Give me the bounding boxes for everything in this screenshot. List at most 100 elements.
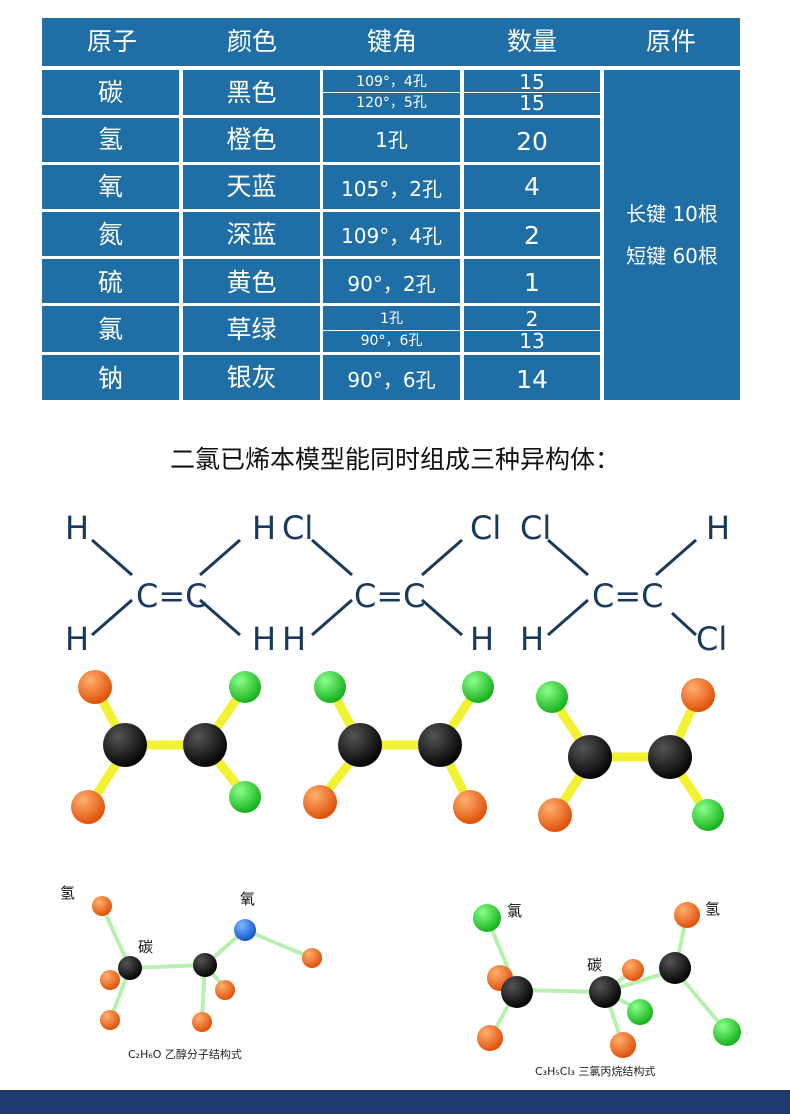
count-line: 13 — [519, 329, 545, 353]
carbon-ball — [568, 735, 612, 779]
hydrogen-ball — [681, 678, 715, 712]
cell-atom: 氮 — [42, 212, 179, 256]
isomer2-bl: H — [282, 620, 306, 658]
count-line: 15 — [519, 70, 545, 94]
cell-color: 深蓝 — [183, 212, 320, 256]
cell-parts: 长键 10根 短键 60根 — [604, 70, 740, 400]
cell-atom: 钠 — [42, 355, 179, 400]
cell-atom: 氧 — [42, 165, 179, 209]
atom-table: 原子 颜色 键角 数量 原件 碳 黑色 109°，4孔 120°，5孔 15 1… — [0, 0, 790, 420]
isomer1-center: C=C — [136, 577, 208, 615]
cell-count: 1 — [464, 259, 600, 303]
header-parts: 原件 — [645, 27, 696, 56]
chlorine-ball — [536, 681, 568, 713]
angle-line: 1孔 — [380, 311, 403, 327]
hydrogen-ball — [192, 1012, 212, 1032]
cell-count: 4 — [464, 165, 600, 209]
cell-atom: 碳 — [42, 70, 179, 115]
hydrogen-ball — [302, 948, 322, 968]
isomer1-tl: H — [65, 509, 89, 547]
cell-atom: 硫 — [42, 259, 179, 303]
isomer2-tl: Cl — [282, 509, 313, 547]
isomer1-tr: H — [252, 509, 276, 547]
isomer-models — [71, 670, 724, 832]
hydrogen-ball — [100, 1010, 120, 1030]
cell-color: 黑色 — [183, 70, 320, 115]
cell-color: 橙色 — [183, 118, 320, 162]
cell-color: 银灰 — [183, 355, 320, 400]
ethanol-formula: C₂H₆O 乙醇分子结构式 — [128, 1047, 242, 1061]
count-line: 2 — [525, 307, 539, 331]
chlorine-ball — [314, 671, 346, 703]
parts-short-bond: 短键 60根 — [626, 244, 718, 268]
label-hydrogen: 氢 — [705, 900, 720, 918]
divider — [464, 330, 600, 331]
chlorine-ball — [627, 999, 653, 1025]
carbon-ball — [183, 723, 227, 767]
carbon-ball — [659, 952, 691, 984]
carbon-ball — [118, 956, 142, 980]
divider — [323, 330, 460, 331]
header-count: 数量 — [506, 27, 557, 56]
cell-color: 黄色 — [183, 259, 320, 303]
hydrogen-ball — [610, 1032, 636, 1058]
carbon-ball — [501, 976, 533, 1008]
oxygen-ball — [234, 919, 256, 941]
cell-count: 2 13 — [464, 306, 600, 353]
table-header: 原子 颜色 键角 数量 原件 — [42, 18, 740, 66]
cell-count: 15 15 — [464, 70, 600, 115]
chlorine-ball — [229, 781, 261, 813]
cell-angle: 1孔 — [323, 118, 460, 162]
carbon-ball — [193, 953, 217, 977]
angle-line: 120°，5孔 — [356, 95, 427, 111]
count-line: 15 — [519, 91, 545, 115]
carbon-ball — [418, 723, 462, 767]
hydrogen-ball — [674, 902, 700, 928]
chlorine-ball — [473, 904, 501, 932]
cell-color: 天蓝 — [183, 165, 320, 209]
isomer1-bl: H — [65, 620, 89, 658]
cell-angle: 1孔 90°，6孔 — [323, 306, 460, 352]
isomer3-tr: H — [706, 509, 730, 547]
chlorine-ball — [692, 799, 724, 831]
carbon-ball — [103, 723, 147, 767]
isomer2-br: H — [470, 620, 494, 658]
divider — [464, 92, 600, 93]
cell-angle: 90°，6孔 — [323, 355, 460, 400]
hydrogen-ball — [453, 790, 487, 824]
cell-angle: 109°，4孔 120°，5孔 — [323, 70, 460, 115]
trichloropropane-model: 氯 碳 氢 C₃H₅Cl₃ 三氯丙烷结构式 — [473, 900, 741, 1078]
isomer3-center: C=C — [592, 577, 664, 615]
hydrogen-ball — [477, 1025, 503, 1051]
parts-long-bond: 长键 10根 — [626, 202, 718, 226]
isomer3-bl: H — [520, 620, 544, 658]
hydrogen-ball — [71, 790, 105, 824]
angle-line: 109°，4孔 — [356, 74, 427, 90]
isomer1-br: H — [252, 620, 276, 658]
angle-line: 90°，6孔 — [360, 333, 423, 349]
carbon-ball — [589, 976, 621, 1008]
isomer-formulas: H H H H C=C Cl Cl H H C=C Cl H H Cl C=C — [65, 509, 730, 658]
divider — [323, 92, 460, 93]
cell-count: 20 — [464, 118, 600, 162]
cell-count: 14 — [464, 355, 600, 400]
hydrogen-ball — [538, 798, 572, 832]
cell-atom: 氯 — [42, 306, 179, 352]
label-carbon: 碳 — [587, 956, 602, 974]
isomer-caption: 二氯已烯本模型能同时组成三种异构体： — [169, 445, 620, 474]
header-color: 颜色 — [226, 27, 277, 56]
chlorine-ball — [462, 671, 494, 703]
hydrogen-ball — [78, 670, 112, 704]
label-carbon: 碳 — [138, 938, 153, 956]
cell-angle: 90°，2孔 — [323, 259, 460, 303]
hydrogen-ball — [215, 980, 235, 1000]
trichloropropane-formula: C₃H₅Cl₃ 三氯丙烷结构式 — [535, 1064, 655, 1078]
cell-angle: 105°，2孔 — [323, 165, 460, 209]
isomer2-center: C=C — [354, 577, 426, 615]
ethanol-model: 氢 碳 氧 C₂H₆O 乙醇分子结构式 — [60, 884, 322, 1061]
isomer3-br: Cl — [696, 620, 727, 658]
cell-count: 2 — [464, 212, 600, 256]
cell-color: 草绿 — [183, 306, 320, 352]
cell-angle: 109°，4孔 — [323, 212, 460, 256]
label-chlorine: 氯 — [507, 902, 522, 920]
